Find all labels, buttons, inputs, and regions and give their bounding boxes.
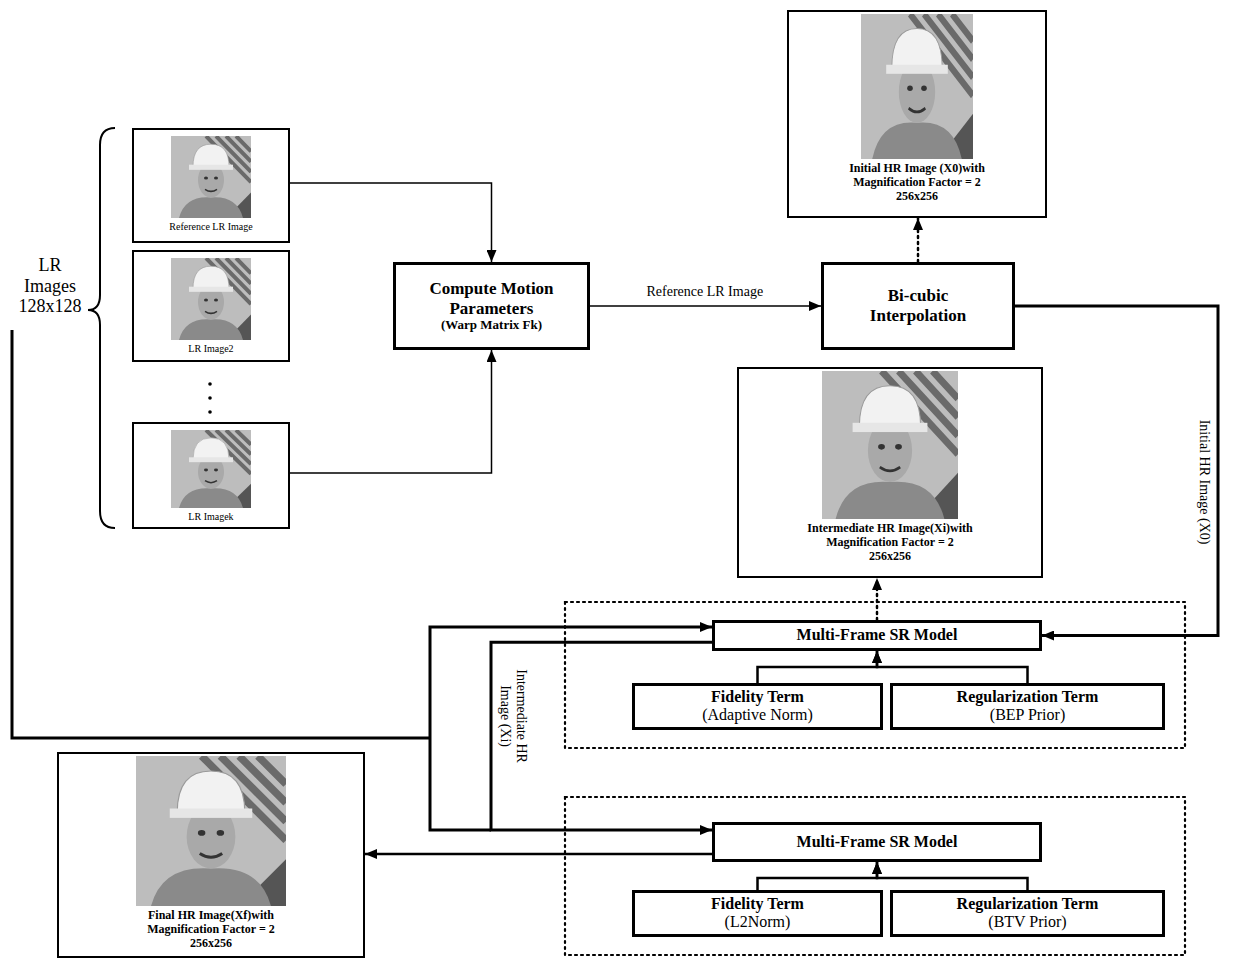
image-caption: 256x256 — [190, 937, 232, 951]
box-subtitle: (L2Norm) — [725, 913, 791, 931]
dotted-group — [565, 797, 1185, 955]
image-caption: Reference LR Image — [169, 221, 252, 233]
photo-content — [171, 430, 251, 508]
process-box: Multi-Frame SR Model — [712, 822, 1042, 862]
image-box: Intermediate HR Image(Xi)with Magnificat… — [737, 367, 1043, 578]
image-box: Reference LR Image — [132, 128, 290, 243]
input-wire — [430, 738, 491, 830]
box-title: Fidelity Term — [711, 688, 804, 706]
process-box: Bi-cubic Interpolation — [821, 262, 1015, 350]
box-title: Bi-cubic Interpolation — [853, 286, 983, 325]
box-subtitle: (BEP Prior) — [990, 706, 1065, 724]
connector-arrow — [1015, 306, 1218, 636]
process-box: Fidelity Term(L2Norm) — [632, 890, 883, 937]
photo-content — [861, 14, 973, 159]
photo-content — [822, 371, 958, 519]
edge-label: Reference LR Image — [645, 284, 766, 300]
photo — [171, 430, 251, 508]
connector-arrow — [758, 862, 878, 890]
photo — [822, 371, 958, 519]
group-label: LR Images 128x128 — [14, 255, 86, 317]
process-box: Multi-Frame SR Model — [712, 620, 1042, 651]
connector-arrow — [590, 305, 821, 307]
photo — [171, 136, 251, 218]
connector-arrow — [758, 651, 878, 683]
edge-label: Intermediate HR Image (Xi) — [497, 658, 529, 774]
box-subtitle: (Adaptive Norm) — [702, 706, 813, 724]
connector-arrow — [365, 853, 712, 856]
image-caption: Intermediate HR Image(Xi)with Magnificat… — [793, 522, 988, 550]
connector-arrow — [290, 350, 492, 473]
image-caption: Initial HR Image (X0)with Magnification … — [832, 162, 1002, 190]
ellipsis-dot — [208, 410, 212, 414]
image-caption: 256x256 — [869, 550, 911, 564]
image-caption: Final HR Image(Xf)with Magnification Fac… — [126, 909, 296, 937]
photo — [136, 756, 286, 906]
photo-content — [136, 756, 286, 906]
connector-arrow — [491, 642, 712, 830]
edge-label: Initial HR Image (X0) — [1196, 418, 1212, 547]
connector-arrow — [877, 651, 1028, 683]
connector-arrow — [876, 578, 879, 620]
image-box: Initial HR Image (X0)with Magnification … — [787, 10, 1047, 218]
curly-brace — [88, 128, 115, 528]
image-box: Final HR Image(Xf)with Magnification Fac… — [57, 752, 365, 958]
box-title: Regularization Term — [957, 895, 1099, 913]
box-title: Compute Motion Parameters — [402, 279, 581, 318]
image-caption: LR Imagek — [188, 511, 233, 523]
dotted-group — [565, 602, 1185, 748]
box-title: Multi-Frame SR Model — [797, 626, 958, 644]
photo-content — [171, 258, 251, 340]
photo-content — [171, 136, 251, 218]
box-title: Multi-Frame SR Model — [797, 833, 958, 851]
ellipsis-dot — [208, 396, 212, 400]
connector-arrow — [290, 183, 492, 262]
process-box: Regularization Term(BTV Prior) — [890, 890, 1165, 937]
image-caption: 256x256 — [896, 190, 938, 204]
box-title: Regularization Term — [957, 688, 1099, 706]
input-wire — [12, 330, 430, 738]
process-box: Compute Motion Parameters(Warp Matrix Fk… — [393, 262, 590, 350]
process-box: Regularization Term(BEP Prior) — [890, 683, 1165, 730]
connector-arrow — [917, 218, 920, 262]
image-box: LR Image2 — [132, 250, 290, 362]
box-subtitle: (BTV Prior) — [988, 913, 1066, 931]
ellipsis-dot — [208, 382, 212, 386]
image-caption: LR Image2 — [188, 343, 233, 355]
photo — [861, 14, 973, 159]
connector-arrow — [877, 862, 1028, 890]
box-title: Fidelity Term — [711, 895, 804, 913]
process-box: Fidelity Term(Adaptive Norm) — [632, 683, 883, 730]
image-box: LR Imagek — [132, 422, 290, 529]
box-subtitle: (Warp Matrix Fk) — [441, 318, 542, 333]
photo — [171, 258, 251, 340]
